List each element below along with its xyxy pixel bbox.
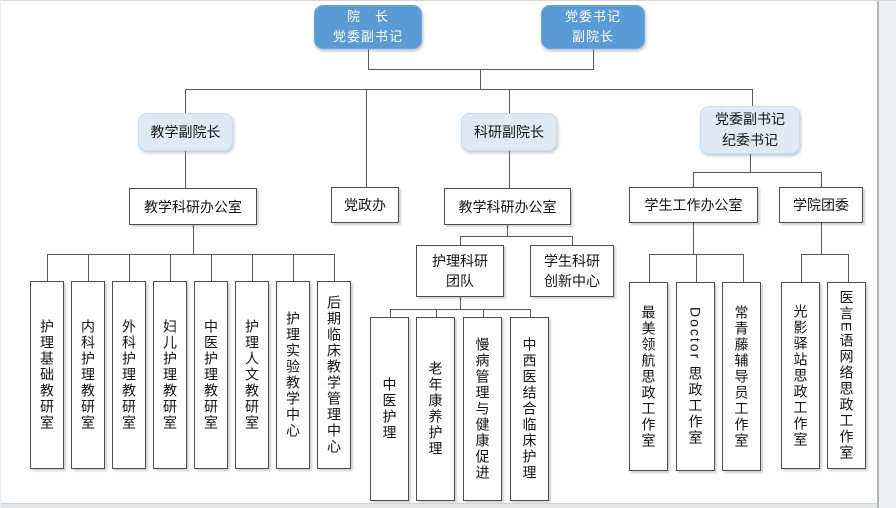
connector-line (129, 254, 130, 281)
slide-bottom-edge (1, 503, 880, 508)
connector-line (693, 172, 821, 173)
connector-line (88, 254, 89, 281)
node-party-secretary: 党委书记 副院长 (541, 5, 645, 49)
node-research-team: 老年康养护理 (416, 317, 455, 501)
connector-line (47, 254, 334, 255)
node-research-team: 慢病管理与健康促进 (463, 317, 502, 501)
node-research-team: 中西医结合临床护理 (510, 317, 549, 501)
connector-line (480, 69, 481, 89)
node-teaching-room: 外科护理教研室 (112, 281, 146, 469)
node-league-studio: 光影驿站思政工作室 (781, 282, 820, 469)
connector-line (390, 309, 530, 310)
node-teaching-room: 中医护理教研室 (194, 281, 228, 469)
node-teaching-office: 教学科研办公室 (129, 188, 257, 225)
connector-line (530, 309, 531, 317)
node-teaching-room: 后期临床教学管理中心 (317, 281, 351, 469)
connector-line (368, 49, 369, 69)
connector-line (696, 254, 697, 282)
connector-line (211, 254, 212, 281)
connector-line (509, 151, 510, 188)
node-party-admin-office: 党政办 (331, 187, 399, 223)
connector-line (750, 154, 751, 172)
node-student-studio: 常青藤辅导员工作室 (722, 282, 761, 471)
node-teaching-room: 妇儿护理教研室 (153, 281, 187, 469)
node-student-studio: Doctor 思政工作室 (676, 282, 715, 471)
connector-line (252, 254, 253, 281)
connector-line (460, 297, 461, 309)
connector-line (821, 223, 822, 254)
connector-line (743, 254, 744, 282)
node-student-studio: 最美领航思政工作室 (629, 282, 668, 471)
connector-line (193, 225, 194, 254)
node-research-team: 中医护理 (370, 317, 409, 501)
connector-line (801, 254, 802, 282)
connector-line (293, 254, 294, 281)
connector-line (848, 254, 849, 282)
node-president: 院 长 党委副书记 (314, 5, 422, 49)
connector-line (185, 151, 186, 188)
node-teaching-room: 护理基础教研室 (30, 281, 64, 469)
connector-line (649, 254, 650, 282)
connector-line (509, 89, 510, 113)
connector-line (460, 236, 572, 237)
node-deputy-secretary: 党委副书记 纪委书记 (700, 106, 800, 154)
connector-line (368, 69, 594, 70)
connector-line (752, 89, 753, 106)
connector-line (390, 309, 391, 317)
connector-line (185, 89, 186, 113)
node-nursing-research-team: 护理科研 团队 (416, 245, 504, 297)
connector-line (170, 254, 171, 281)
node-student-innovation-center: 学生科研 创新中心 (530, 245, 614, 297)
connector-line (436, 309, 437, 317)
node-teaching-room: 护理实验教学中心 (276, 281, 310, 469)
node-league-studio: 医言E语网络思政工作室 (827, 282, 866, 469)
node-teaching-room: 护理人文教研室 (235, 281, 269, 469)
connector-line (572, 236, 573, 245)
connector-line (507, 225, 508, 236)
connector-line (693, 223, 694, 254)
node-youth-league: 学院团委 (779, 187, 863, 223)
connector-line (366, 89, 367, 187)
node-teaching-vp: 教学副院长 (138, 113, 233, 151)
connector-line (334, 254, 335, 281)
connector-line (801, 254, 848, 255)
node-student-affairs-office: 学生工作办公室 (629, 187, 758, 223)
right-gutter (877, 1, 896, 508)
connector-line (693, 172, 694, 187)
connector-line (185, 89, 752, 90)
node-teaching-room: 内科护理教研室 (71, 281, 105, 469)
connector-line (47, 254, 48, 281)
connector-line (821, 172, 822, 187)
node-research-office: 教学科研办公室 (444, 188, 571, 225)
node-research-vp: 科研副院长 (461, 113, 557, 151)
connector-line (593, 49, 594, 69)
connector-line (460, 236, 461, 245)
connector-line (483, 309, 484, 317)
